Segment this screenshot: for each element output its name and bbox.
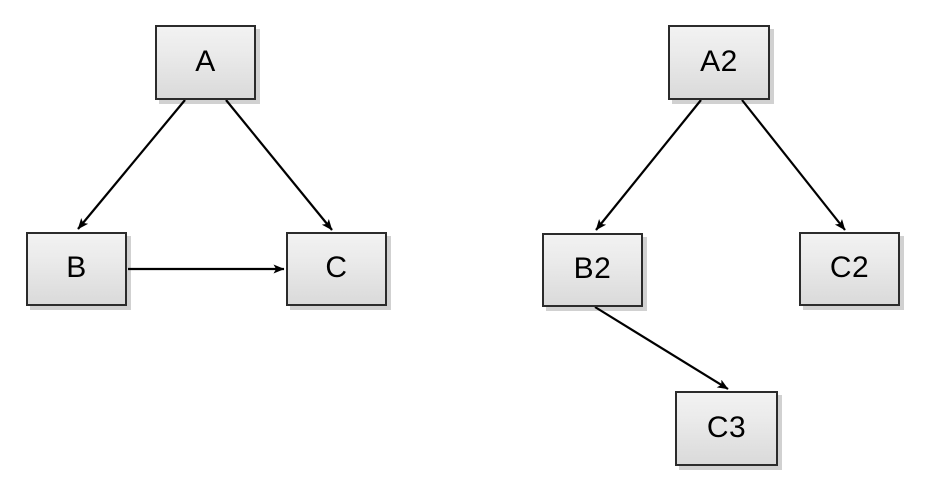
node-label-a2: A2 (700, 44, 738, 78)
node-label-b: B (66, 251, 87, 284)
node-label-c3: C3 (706, 410, 747, 444)
edge-a-to-b (77, 99, 186, 230)
edge-a2-to-c2 (741, 99, 846, 231)
edge-b2-to-c3 (594, 306, 729, 390)
node-a2[interactable]: A2 (668, 25, 770, 100)
node-b[interactable]: B (26, 232, 127, 306)
node-label-a: A (195, 44, 216, 78)
node-a[interactable]: A (155, 25, 256, 100)
edges-group (77, 99, 846, 390)
node-c3[interactable]: C3 (675, 391, 778, 466)
node-c[interactable]: C (286, 232, 387, 306)
node-label-c2: C2 (829, 251, 870, 284)
node-c2[interactable]: C2 (799, 232, 900, 306)
edge-a-to-c (225, 99, 333, 231)
node-label-b2: B2 (573, 252, 612, 285)
edge-a2-to-b2 (595, 99, 702, 231)
node-label-c: C (325, 251, 348, 284)
node-b2[interactable]: B2 (542, 233, 643, 307)
